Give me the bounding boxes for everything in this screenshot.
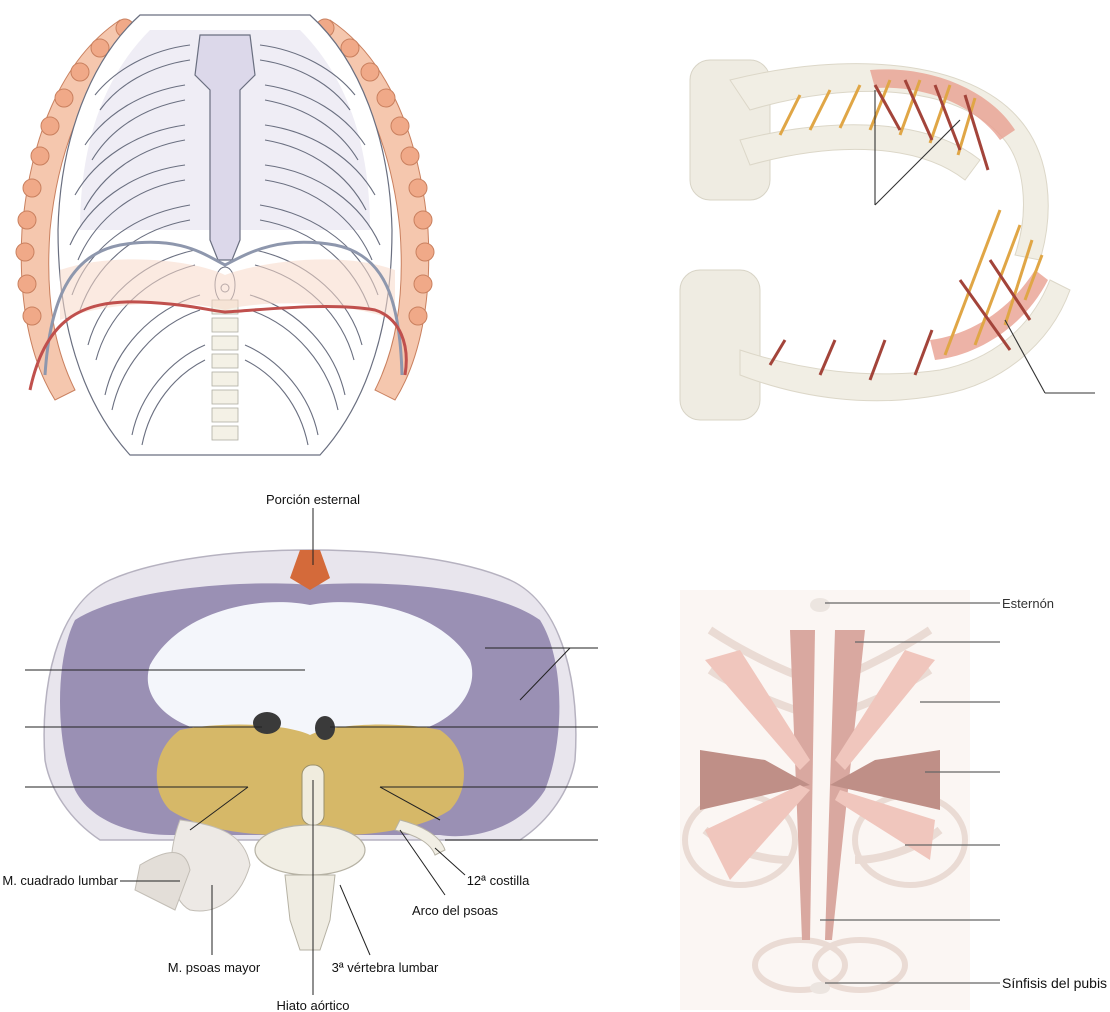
label-porcion-esternal: Porción esternal (266, 492, 360, 507)
abdominal-panel: Esternón Sínfisis del pubis (670, 590, 1110, 1012)
label-arco-psoas: Arco del psoas (412, 903, 498, 918)
diaphragm-panel: Porción esternal M. cuadrado lumbar M. p… (0, 490, 610, 1012)
thorax-illustration (0, 0, 450, 480)
intercostals-illustration (670, 40, 1110, 470)
label-hiato-aortico: Hiato aórtico (277, 998, 350, 1012)
abdominal-illustration: Esternón Sínfisis del pubis (670, 590, 1110, 1012)
label-vertebra-lumbar: 3ª vértebra lumbar (332, 960, 439, 975)
label-costilla-12: 12ª costilla (467, 873, 530, 888)
esophageal-opening (315, 716, 335, 740)
sternum-tip (810, 598, 830, 612)
upper-rib (730, 64, 1048, 260)
lumbar-vertebra (255, 825, 365, 875)
caval-opening (253, 712, 281, 734)
label-cuadrado-lumbar: M. cuadrado lumbar (2, 873, 118, 888)
label-sinfisis: Sínfisis del pubis (1002, 975, 1107, 991)
thorax-panel (0, 0, 450, 480)
pubic-symphysis (810, 982, 830, 994)
diaphragm-illustration: Porción esternal M. cuadrado lumbar M. p… (0, 490, 610, 1012)
spinous-process (285, 875, 335, 950)
intercostals-panel (670, 40, 1110, 470)
central-tendon (148, 602, 472, 740)
label-psoas-mayor: M. psoas mayor (168, 960, 261, 975)
middle-rib (740, 125, 980, 180)
label-esternon: Esternón (1002, 596, 1054, 611)
